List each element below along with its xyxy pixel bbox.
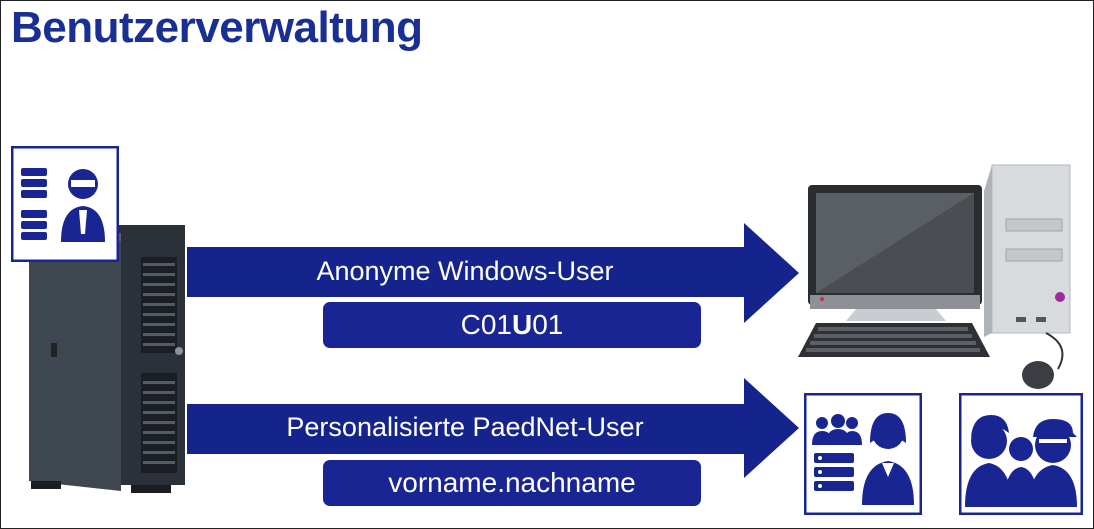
desktop-pc-icon [798,164,1071,389]
server-tower-icon [29,225,185,493]
account-prefix: C01 [460,309,512,340]
account-suffix: 01 [532,309,564,340]
account-pattern-personal: vorname.nachname [323,460,701,506]
arrow-label-anonymous: Anonyme Windows-User [316,256,614,286]
arrow-anonymous [187,223,799,323]
server-admin-icon [11,146,119,262]
arrow-label-personal: Personalisierte PaedNet-User [286,412,644,442]
people-icon [959,393,1083,515]
account-pattern-anonymous: C01U01 [323,302,701,348]
group-user-icon [804,393,922,515]
account-user-marker: U [511,309,533,340]
arrow-personal [187,378,799,478]
page-title: Benutzerverwaltung [11,3,423,52]
